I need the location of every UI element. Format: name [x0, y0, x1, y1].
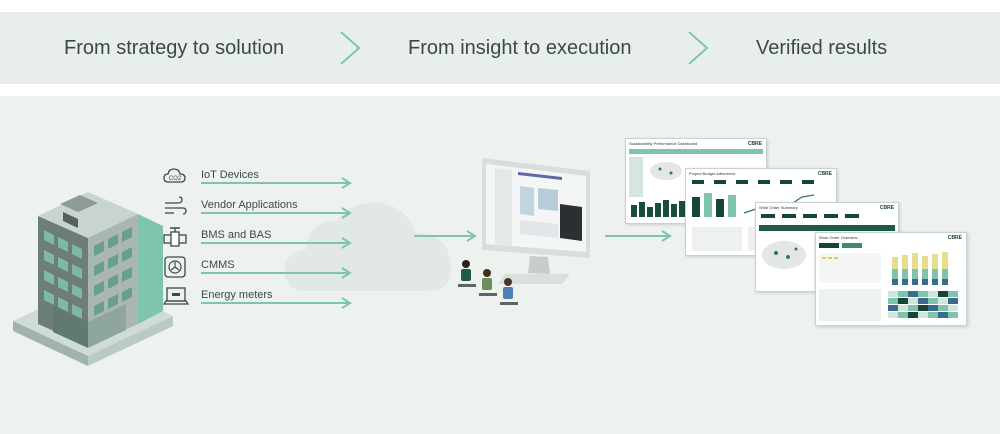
step-results: Verified results — [756, 37, 888, 59]
fan-unit-icon — [164, 256, 186, 278]
arrow-to-monitor — [414, 230, 477, 242]
laptop-meter-icon — [163, 287, 189, 305]
source-label-energy: Energy meters — [201, 289, 273, 301]
cbre-logo: CBRE — [817, 171, 832, 177]
chevron-right-icon — [340, 31, 361, 65]
dashboard-title: Project Budget Adherence — [689, 171, 736, 176]
dashboard-title: Work Order Overview — [819, 235, 858, 240]
svg-text:CO2: CO2 — [169, 176, 182, 182]
office-building-illustration — [13, 192, 173, 366]
source-arrows — [201, 177, 352, 309]
arrow-to-dashboards — [605, 230, 672, 242]
dashboard-title: Sustainability Performance Dashboard — [629, 141, 698, 146]
step-strategy: From strategy to solution — [64, 37, 285, 59]
chevron-right-icon — [688, 31, 709, 65]
dashboard-title: Work Order Summary — [759, 205, 798, 210]
data-flow-stage: CO2 IoT Devices Vendor Applications BMS … — [0, 96, 1000, 434]
process-banner: From strategy to solution From insight t… — [0, 12, 1000, 84]
analytics-monitor-illustration — [458, 158, 590, 305]
cloud-icon — [285, 202, 452, 291]
step-insight: From insight to execution — [408, 37, 632, 59]
cbre-logo: CBRE — [879, 205, 894, 211]
cbre-logo: CBRE — [747, 141, 762, 147]
source-label-cmms: CMMS — [201, 259, 235, 271]
cloud-co2-icon: CO2 — [163, 168, 186, 183]
source-label-vendor: Vendor Applications — [201, 199, 298, 211]
valve-icon — [163, 227, 187, 247]
dashboard-card-work-order-overview: Work Order Overview CBRE — [815, 232, 967, 326]
source-label-iot: IoT Devices — [201, 169, 259, 181]
cbre-logo: CBRE — [947, 235, 962, 241]
wind-icon — [165, 196, 187, 215]
source-label-bms: BMS and BAS — [201, 229, 272, 241]
